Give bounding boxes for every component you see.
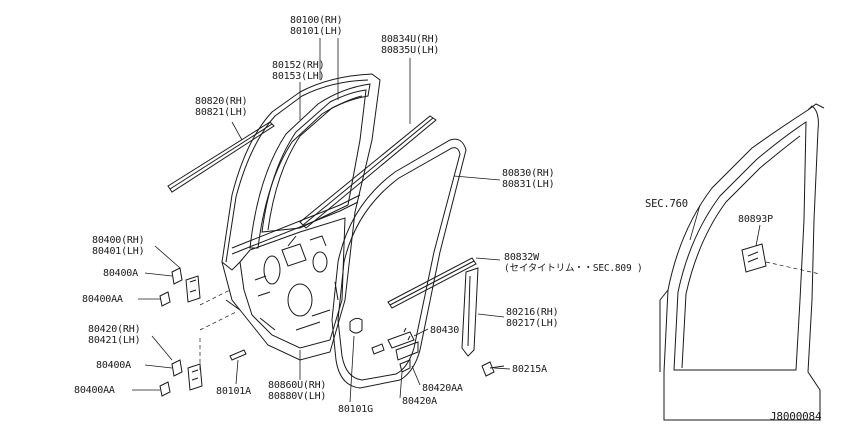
label-80400a-upper: 80400A (103, 268, 138, 279)
sash-moulding (249, 83, 371, 249)
label-sec760: SEC.760 (645, 198, 688, 210)
label-80831-lh: 80831(LH) (502, 179, 555, 190)
door-weatherstrip (331, 138, 467, 389)
label-80101g: 80101G (338, 404, 373, 415)
label-80420a: 80420A (402, 396, 437, 407)
door-cap (349, 317, 363, 334)
body-pillar-sec760 (659, 103, 825, 421)
check-strip (461, 267, 479, 357)
label-80401-lh: 80401(LH) (92, 246, 145, 257)
lower-hinge (159, 359, 203, 397)
label-80860u-rh: 80860U(RH) (268, 380, 327, 391)
label-80820-rh: 80820(RH) (195, 96, 248, 107)
label-80430: 80430 (430, 325, 460, 336)
label-80217-lh: 80217(LH) (506, 318, 559, 329)
label-80834u-rh: 80834U(RH) (381, 34, 440, 45)
bolt-80215a (481, 361, 505, 377)
dashed-guides (199, 261, 821, 372)
label-80821-lh: 80821(LH) (195, 107, 248, 118)
belt-moulding (167, 121, 275, 193)
label-80100-rh: 80100(RH) (290, 15, 343, 26)
label-80421-lh: 80421(LH) (88, 335, 141, 346)
label-80400aa-upper: 80400AA (82, 294, 123, 305)
label-80153-lh: 80153(LH) (272, 71, 325, 82)
label-80400aa-lower: 80400AA (74, 385, 115, 396)
label-80420aa: 80420AA (422, 383, 463, 394)
label-80893p: 80893P (738, 214, 773, 225)
label-80400a-lower: 80400A (96, 360, 131, 371)
label-80215a: 80215A (512, 364, 547, 375)
label-80832w-note: (セイタイトリム・・SEC.809 ) (504, 263, 643, 274)
label-80835u-lh: 80835U(LH) (381, 45, 440, 56)
upper-hinge (159, 267, 201, 307)
label-80880v-lh: 80880V(LH) (268, 391, 327, 402)
label-80830-rh: 80830(RH) (502, 168, 555, 179)
label-80400-rh: 80400(RH) (92, 235, 145, 246)
label-80216-rh: 80216(RH) (506, 307, 559, 318)
latch-striker (371, 327, 419, 373)
diagram-code: J8000084 (770, 410, 822, 423)
label-80420-rh: 80420(RH) (88, 324, 141, 335)
leader-lines (132, 38, 761, 403)
label-80832w: 80832W (504, 252, 539, 263)
label-80152-rh: 80152(RH) (272, 60, 325, 71)
sealing-strip (387, 257, 477, 309)
glass-run-strip (299, 115, 437, 229)
trim-80101a (229, 349, 247, 361)
label-80101a: 80101A (216, 386, 251, 397)
label-80101-lh: 80101(LH) (290, 26, 343, 37)
